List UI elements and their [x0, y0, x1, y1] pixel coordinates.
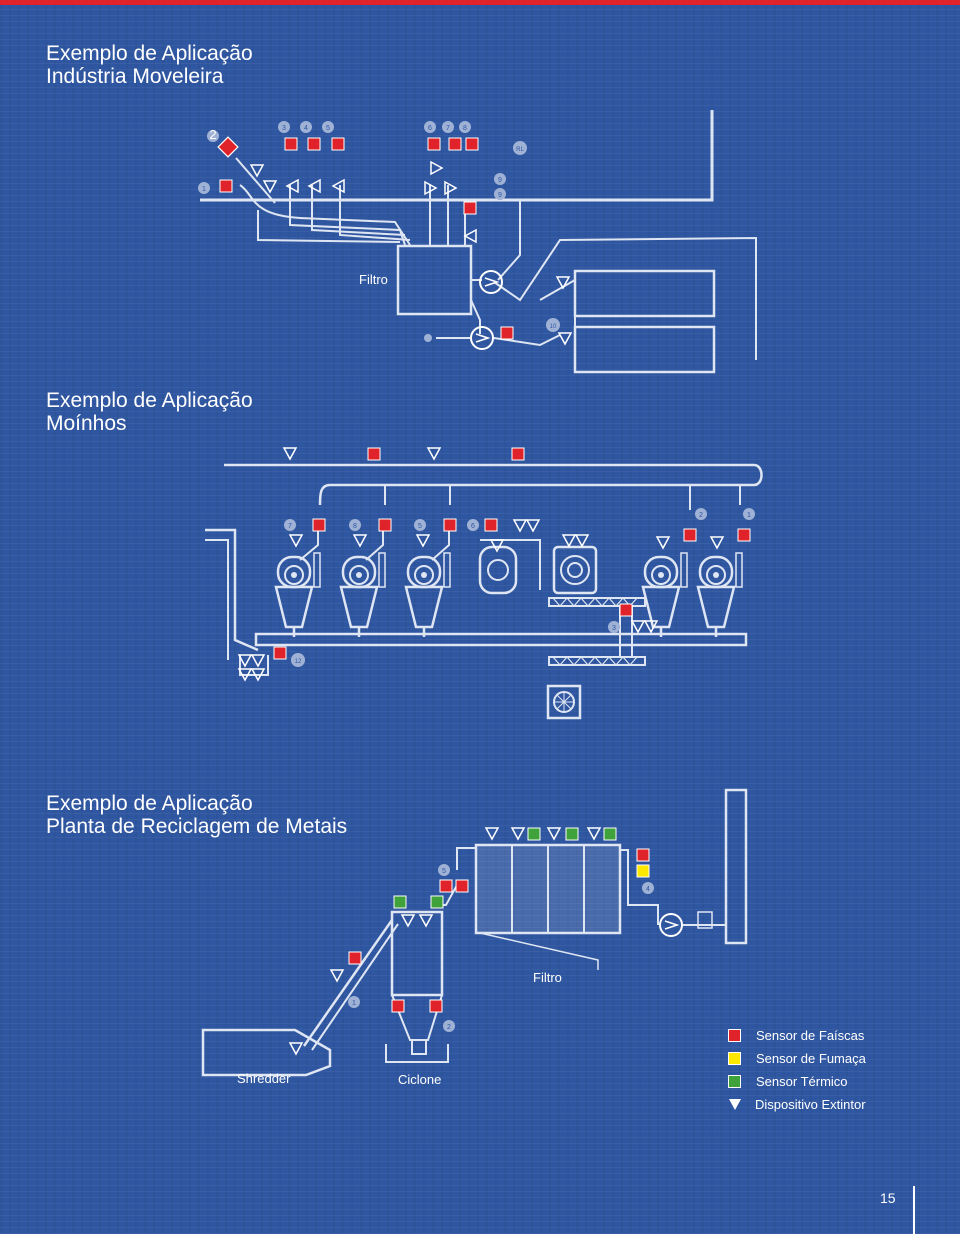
svg-text:8: 8 [463, 125, 467, 132]
svg-text:7: 7 [446, 125, 450, 132]
svg-text:1: 1 [352, 1000, 356, 1007]
svg-text:5: 5 [442, 868, 446, 875]
number-badge: 5 [322, 121, 334, 133]
furniture-numbers: 2 1 3 4 5 6 7 8 RL 9 9 10 [198, 121, 560, 342]
title-line-1: Exemplo de Aplicação [46, 792, 253, 815]
svg-text:3: 3 [612, 625, 616, 632]
svg-text:RL: RL [516, 147, 524, 153]
svg-text:4: 4 [646, 886, 650, 893]
title-line-2: Indústria Moveleira [46, 65, 224, 88]
number-badge: 6 [467, 519, 479, 531]
extinguisher-triangle-icon [729, 1099, 741, 1110]
svg-text:7: 7 [288, 523, 292, 530]
svg-text:5: 5 [326, 125, 330, 132]
svg-text:9: 9 [498, 177, 502, 184]
legend-item-faiscas: Sensor de Faíscas [728, 1024, 866, 1047]
diagram-reciclagem [201, 788, 748, 1077]
number-badge: 1 [198, 182, 210, 194]
legend-item-fumaca: Sensor de Fumaça [728, 1047, 866, 1070]
page-number: 15 [880, 1190, 896, 1206]
number-badge: 10 [546, 318, 560, 332]
svg-text:10: 10 [550, 324, 557, 330]
number-badge: 7 [442, 121, 454, 133]
page-number-rule [913, 1186, 915, 1234]
smoke-sensor-swatch [728, 1052, 741, 1065]
svg-text:4: 4 [304, 125, 308, 132]
number-badge: 4 [300, 121, 312, 133]
number-badge: 7 [284, 519, 296, 531]
diagram-moinhos [205, 463, 763, 720]
number-badge: 2 [207, 127, 219, 142]
number-badge: 2 [695, 508, 707, 520]
svg-text:5: 5 [418, 523, 422, 530]
svg-text:2: 2 [209, 127, 216, 142]
svg-text:8: 8 [353, 523, 357, 530]
number-badge: 5 [438, 864, 450, 876]
recycling-numbers: 5 4 1 2 [348, 864, 654, 1032]
top-accent-bar [0, 0, 960, 5]
legend: Sensor de Faíscas Sensor de Fumaça Senso… [728, 1024, 866, 1116]
recycling-fan [659, 913, 683, 937]
number-badge: 5 [414, 519, 426, 531]
svg-text:1: 1 [202, 186, 206, 193]
svg-text:1: 1 [747, 512, 751, 519]
title-moinhos: Exemplo de Aplicação Moínhos [46, 389, 253, 435]
label-filtro-1: Filtro [359, 272, 388, 287]
number-badge: 1 [348, 996, 360, 1008]
furniture-sensors [217, 136, 572, 345]
diagram-industria-moveleira [200, 110, 757, 374]
title-reciclagem: Exemplo de Aplicação Planta de Reciclage… [46, 792, 347, 838]
legend-item-extintor: Dispositivo Extintor [728, 1093, 866, 1116]
spark-sensor-swatch [728, 1029, 741, 1042]
svg-text:6: 6 [471, 523, 475, 530]
legend-label: Dispositivo Extintor [755, 1097, 866, 1112]
number-badge: 8 [459, 121, 471, 133]
mills [274, 551, 744, 639]
svg-text:6: 6 [428, 125, 432, 132]
legend-label: Sensor de Fumaça [756, 1051, 866, 1066]
legend-label: Sensor de Faíscas [756, 1028, 865, 1043]
legend-label: Sensor Térmico [756, 1074, 848, 1089]
label-filtro-2: Filtro [533, 970, 562, 985]
number-badge: 9 [494, 173, 506, 185]
title-line-2: Moínhos [46, 412, 127, 435]
label-ciclone: Ciclone [398, 1072, 441, 1087]
number-badge: 8 [349, 519, 361, 531]
number-badge: RL [513, 141, 527, 155]
title-line-1: Exemplo de Aplicação [46, 42, 253, 65]
number-badge: 4 [642, 882, 654, 894]
number-badge: 6 [424, 121, 436, 133]
number-badge: 1 [743, 508, 755, 520]
number-badge: 3 [608, 621, 620, 633]
number-badge: 9 [494, 188, 506, 200]
number-badge: 12 [291, 653, 305, 667]
label-shredder: Shredder [237, 1071, 291, 1086]
svg-text:12: 12 [295, 659, 302, 665]
number-badge: 2 [443, 1020, 455, 1032]
svg-text:2: 2 [447, 1024, 451, 1031]
title-line-1: Exemplo de Aplicação [46, 389, 253, 412]
thermal-sensor-swatch [728, 1075, 741, 1088]
legend-item-termico: Sensor Térmico [728, 1070, 866, 1093]
svg-text:3: 3 [282, 125, 286, 132]
number-badge: 3 [278, 121, 290, 133]
title-industria-moveleira: Exemplo de Aplicação Indústria Moveleira [46, 42, 253, 88]
svg-text:2: 2 [699, 512, 703, 519]
mills-numbers: 7 8 5 6 2 1 3 12 [284, 508, 755, 667]
title-line-2: Planta de Reciclagem de Metais [46, 815, 348, 838]
svg-text:9: 9 [498, 192, 502, 199]
